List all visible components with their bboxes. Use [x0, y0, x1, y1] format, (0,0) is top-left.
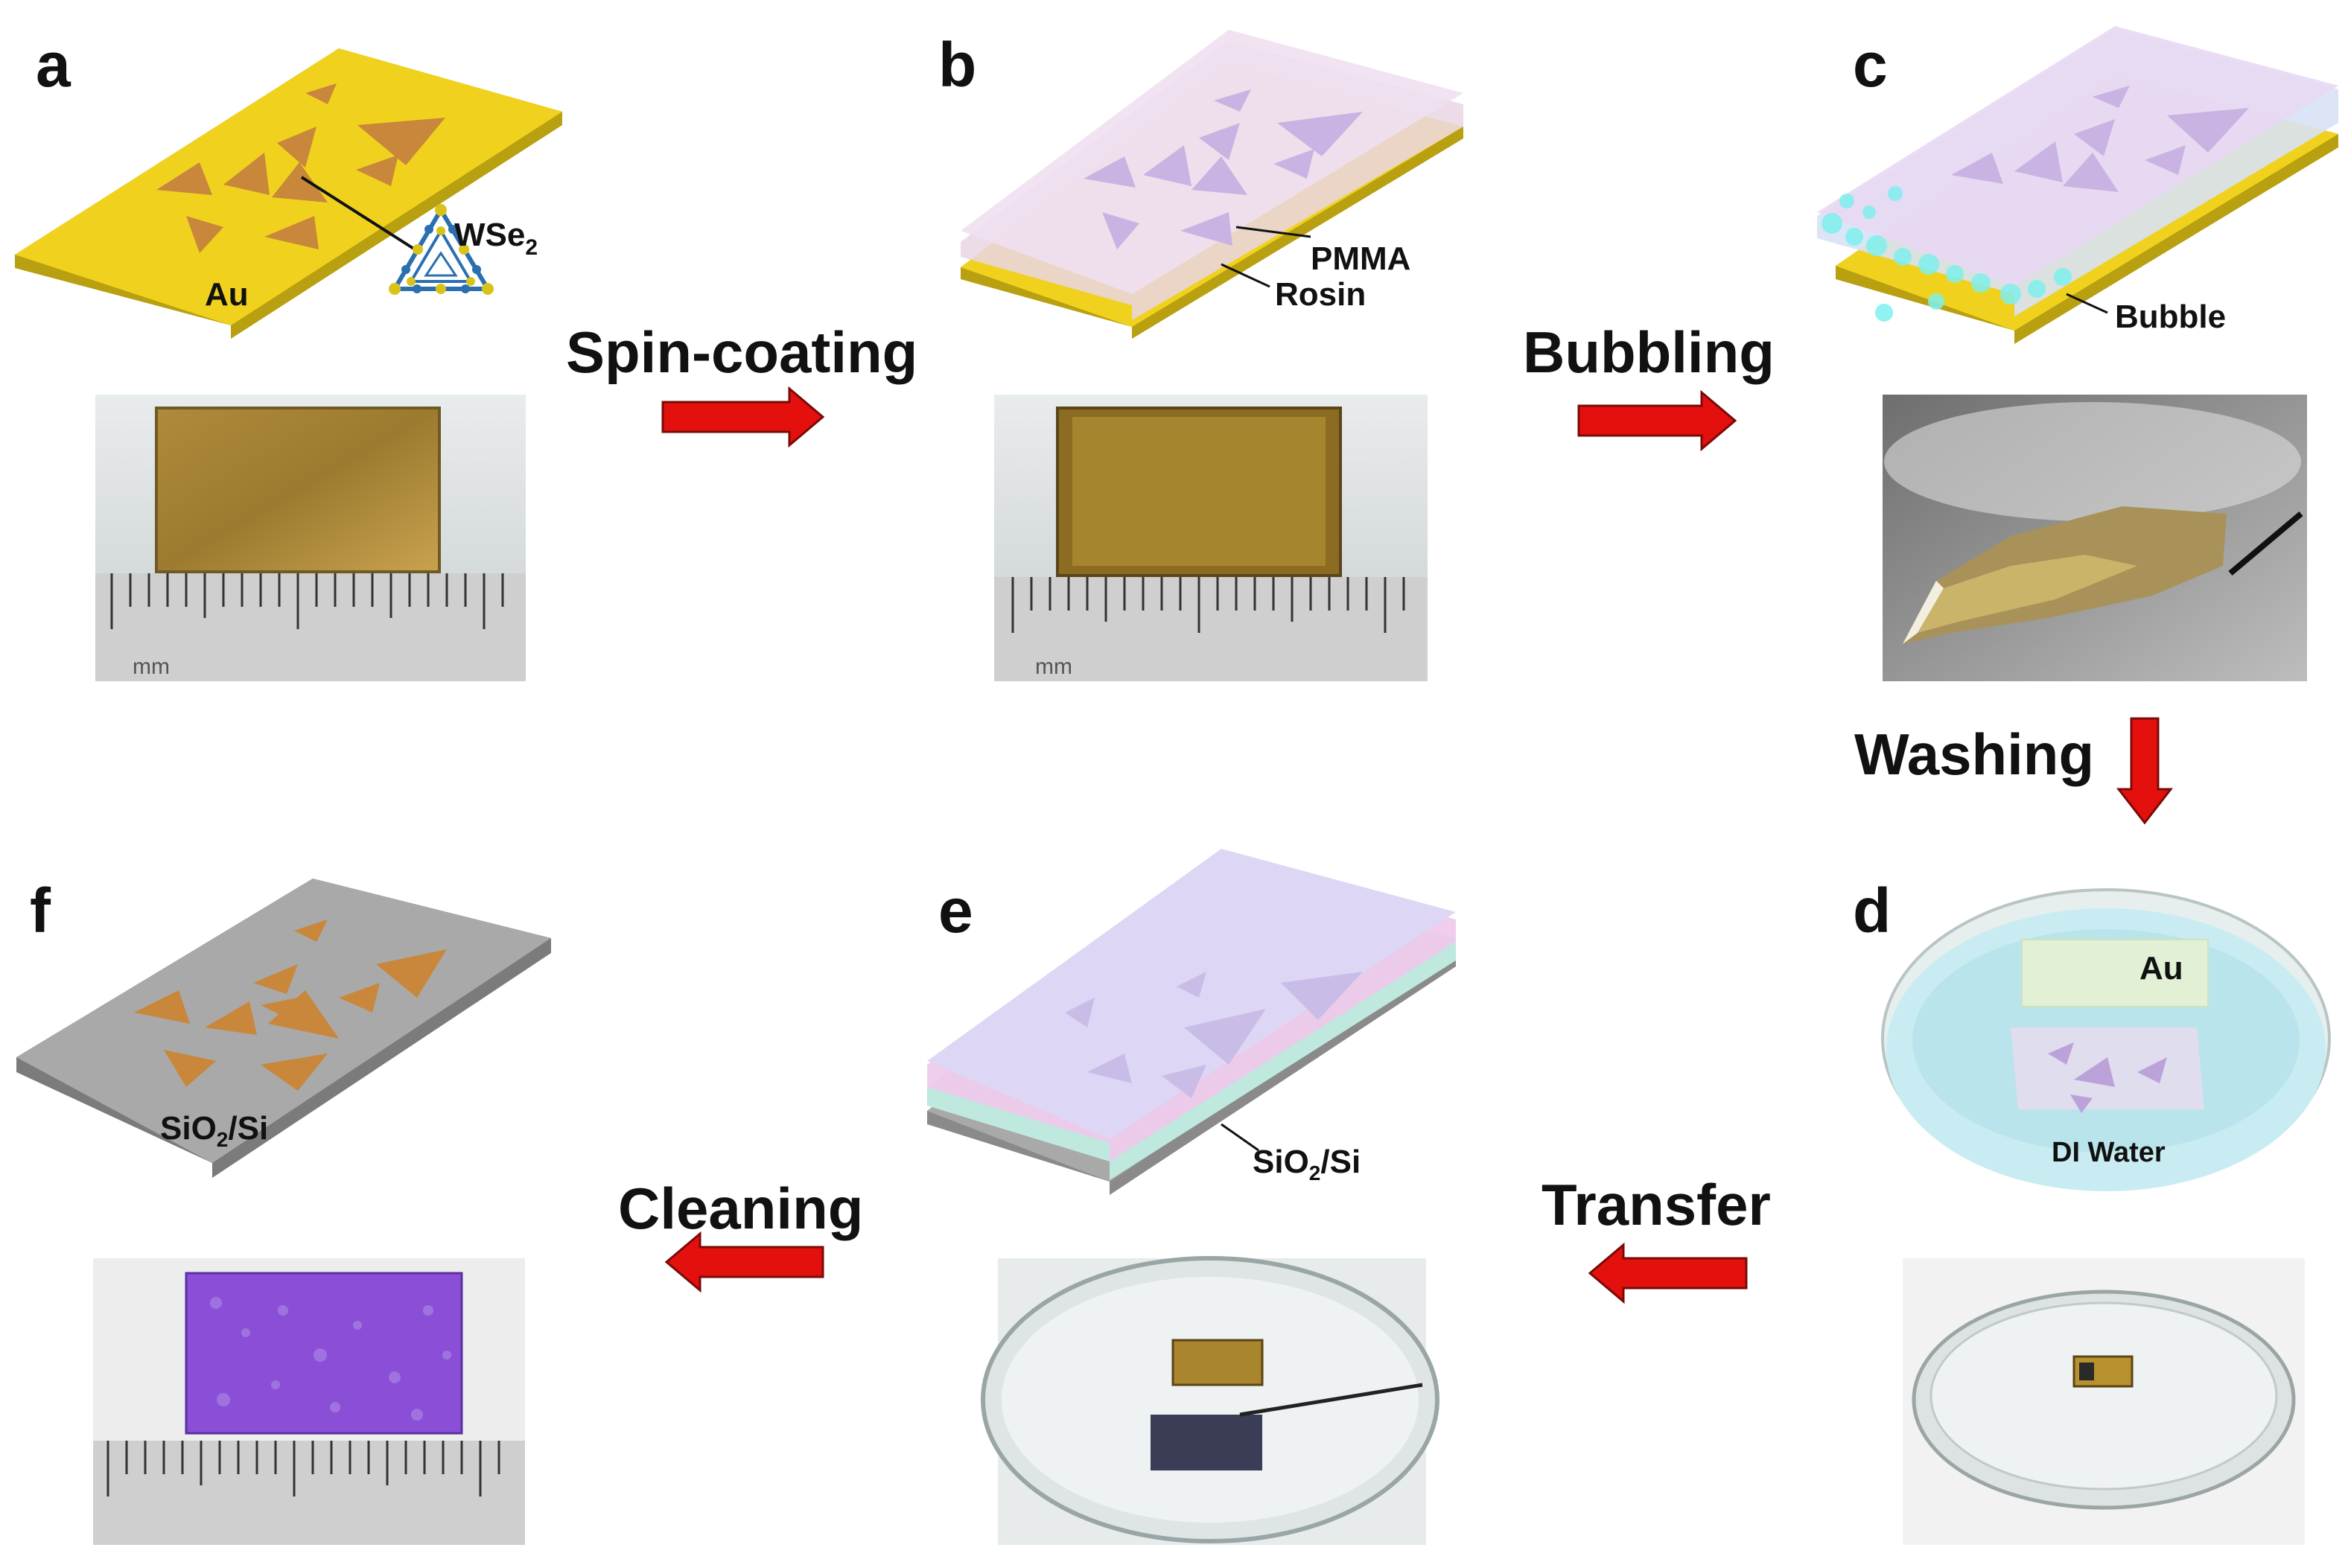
- svg-text:Washing: Washing: [1854, 721, 2094, 787]
- panel-c: c Bubble: [1817, 26, 2338, 344]
- arrow-left-icon: [1588, 1242, 1748, 1304]
- ruler-ticks-f: [106, 1441, 500, 1497]
- svg-text:Cleaning: Cleaning: [618, 1176, 863, 1241]
- ruler-ticks-a: [110, 573, 504, 629]
- arrow-right-icon: [661, 386, 825, 448]
- step-transfer: Transfer: [1542, 1172, 1771, 1304]
- label-pmma: PMMA: [1311, 240, 1410, 277]
- photo-e: [981, 1256, 1439, 1545]
- bubbles: [1822, 186, 2072, 322]
- svg-text:SiO2/Si: SiO2/Si: [1253, 1144, 1361, 1185]
- step-cleaning: Cleaning: [618, 1176, 863, 1293]
- panel-letter-e: e: [938, 876, 973, 946]
- wse2-flakes-f: [134, 920, 447, 1091]
- label-au-d: Au: [2139, 950, 2183, 987]
- svg-text:Transfer: Transfer: [1542, 1172, 1771, 1237]
- panel-letter-f: f: [30, 876, 51, 946]
- photo-b: mm: [994, 395, 1428, 681]
- panel-letter-d: d: [1853, 876, 1891, 946]
- photo-c: [1883, 395, 2307, 681]
- flakes-b: [1084, 89, 1363, 249]
- svg-text:Bubbling: Bubbling: [1523, 319, 1775, 385]
- arrow-left-icon: [664, 1231, 824, 1293]
- panel-f: f SiO2/Si: [16, 876, 551, 1178]
- label-bubble: Bubble: [2115, 299, 2226, 335]
- photo-d: [1903, 1258, 2305, 1545]
- panel-letter-b: b: [938, 30, 976, 100]
- photo-f: [93, 1258, 525, 1545]
- flakes-c: [1951, 86, 2249, 192]
- svg-text:Spin-coating: Spin-coating: [566, 319, 917, 385]
- panel-e: e SiO2/Si: [927, 849, 1456, 1195]
- arrow-down-icon: [2116, 717, 2174, 825]
- svg-text:WSe2: WSe2: [454, 217, 538, 260]
- panel-a: a: [15, 30, 562, 339]
- wse2-lattice: [389, 204, 494, 295]
- photo-a: mm: [95, 395, 526, 681]
- step-bubbling: Bubbling: [1523, 319, 1775, 452]
- panel-d: d Au DI Water: [1853, 876, 2331, 1191]
- label-di-water: DI Water: [2052, 1137, 2166, 1168]
- wse2-flakes-a: [156, 83, 445, 253]
- panel-letter-c: c: [1853, 30, 1888, 100]
- svg-text:SiO2/Si: SiO2/Si: [160, 1110, 268, 1151]
- panel-b: b PMMA Rosin: [938, 30, 1463, 339]
- panel-letter-a: a: [36, 30, 71, 100]
- step-washing: Washing: [1854, 717, 2174, 825]
- ruler-ticks-b: [1011, 577, 1405, 633]
- svg-text:mm: mm: [133, 654, 170, 679]
- label-au: Au: [205, 276, 249, 313]
- svg-text:mm: mm: [1035, 654, 1072, 679]
- label-rosin: Rosin: [1275, 276, 1366, 313]
- arrow-right-icon: [1577, 389, 1737, 452]
- step-spin-coating: Spin-coating: [566, 319, 917, 448]
